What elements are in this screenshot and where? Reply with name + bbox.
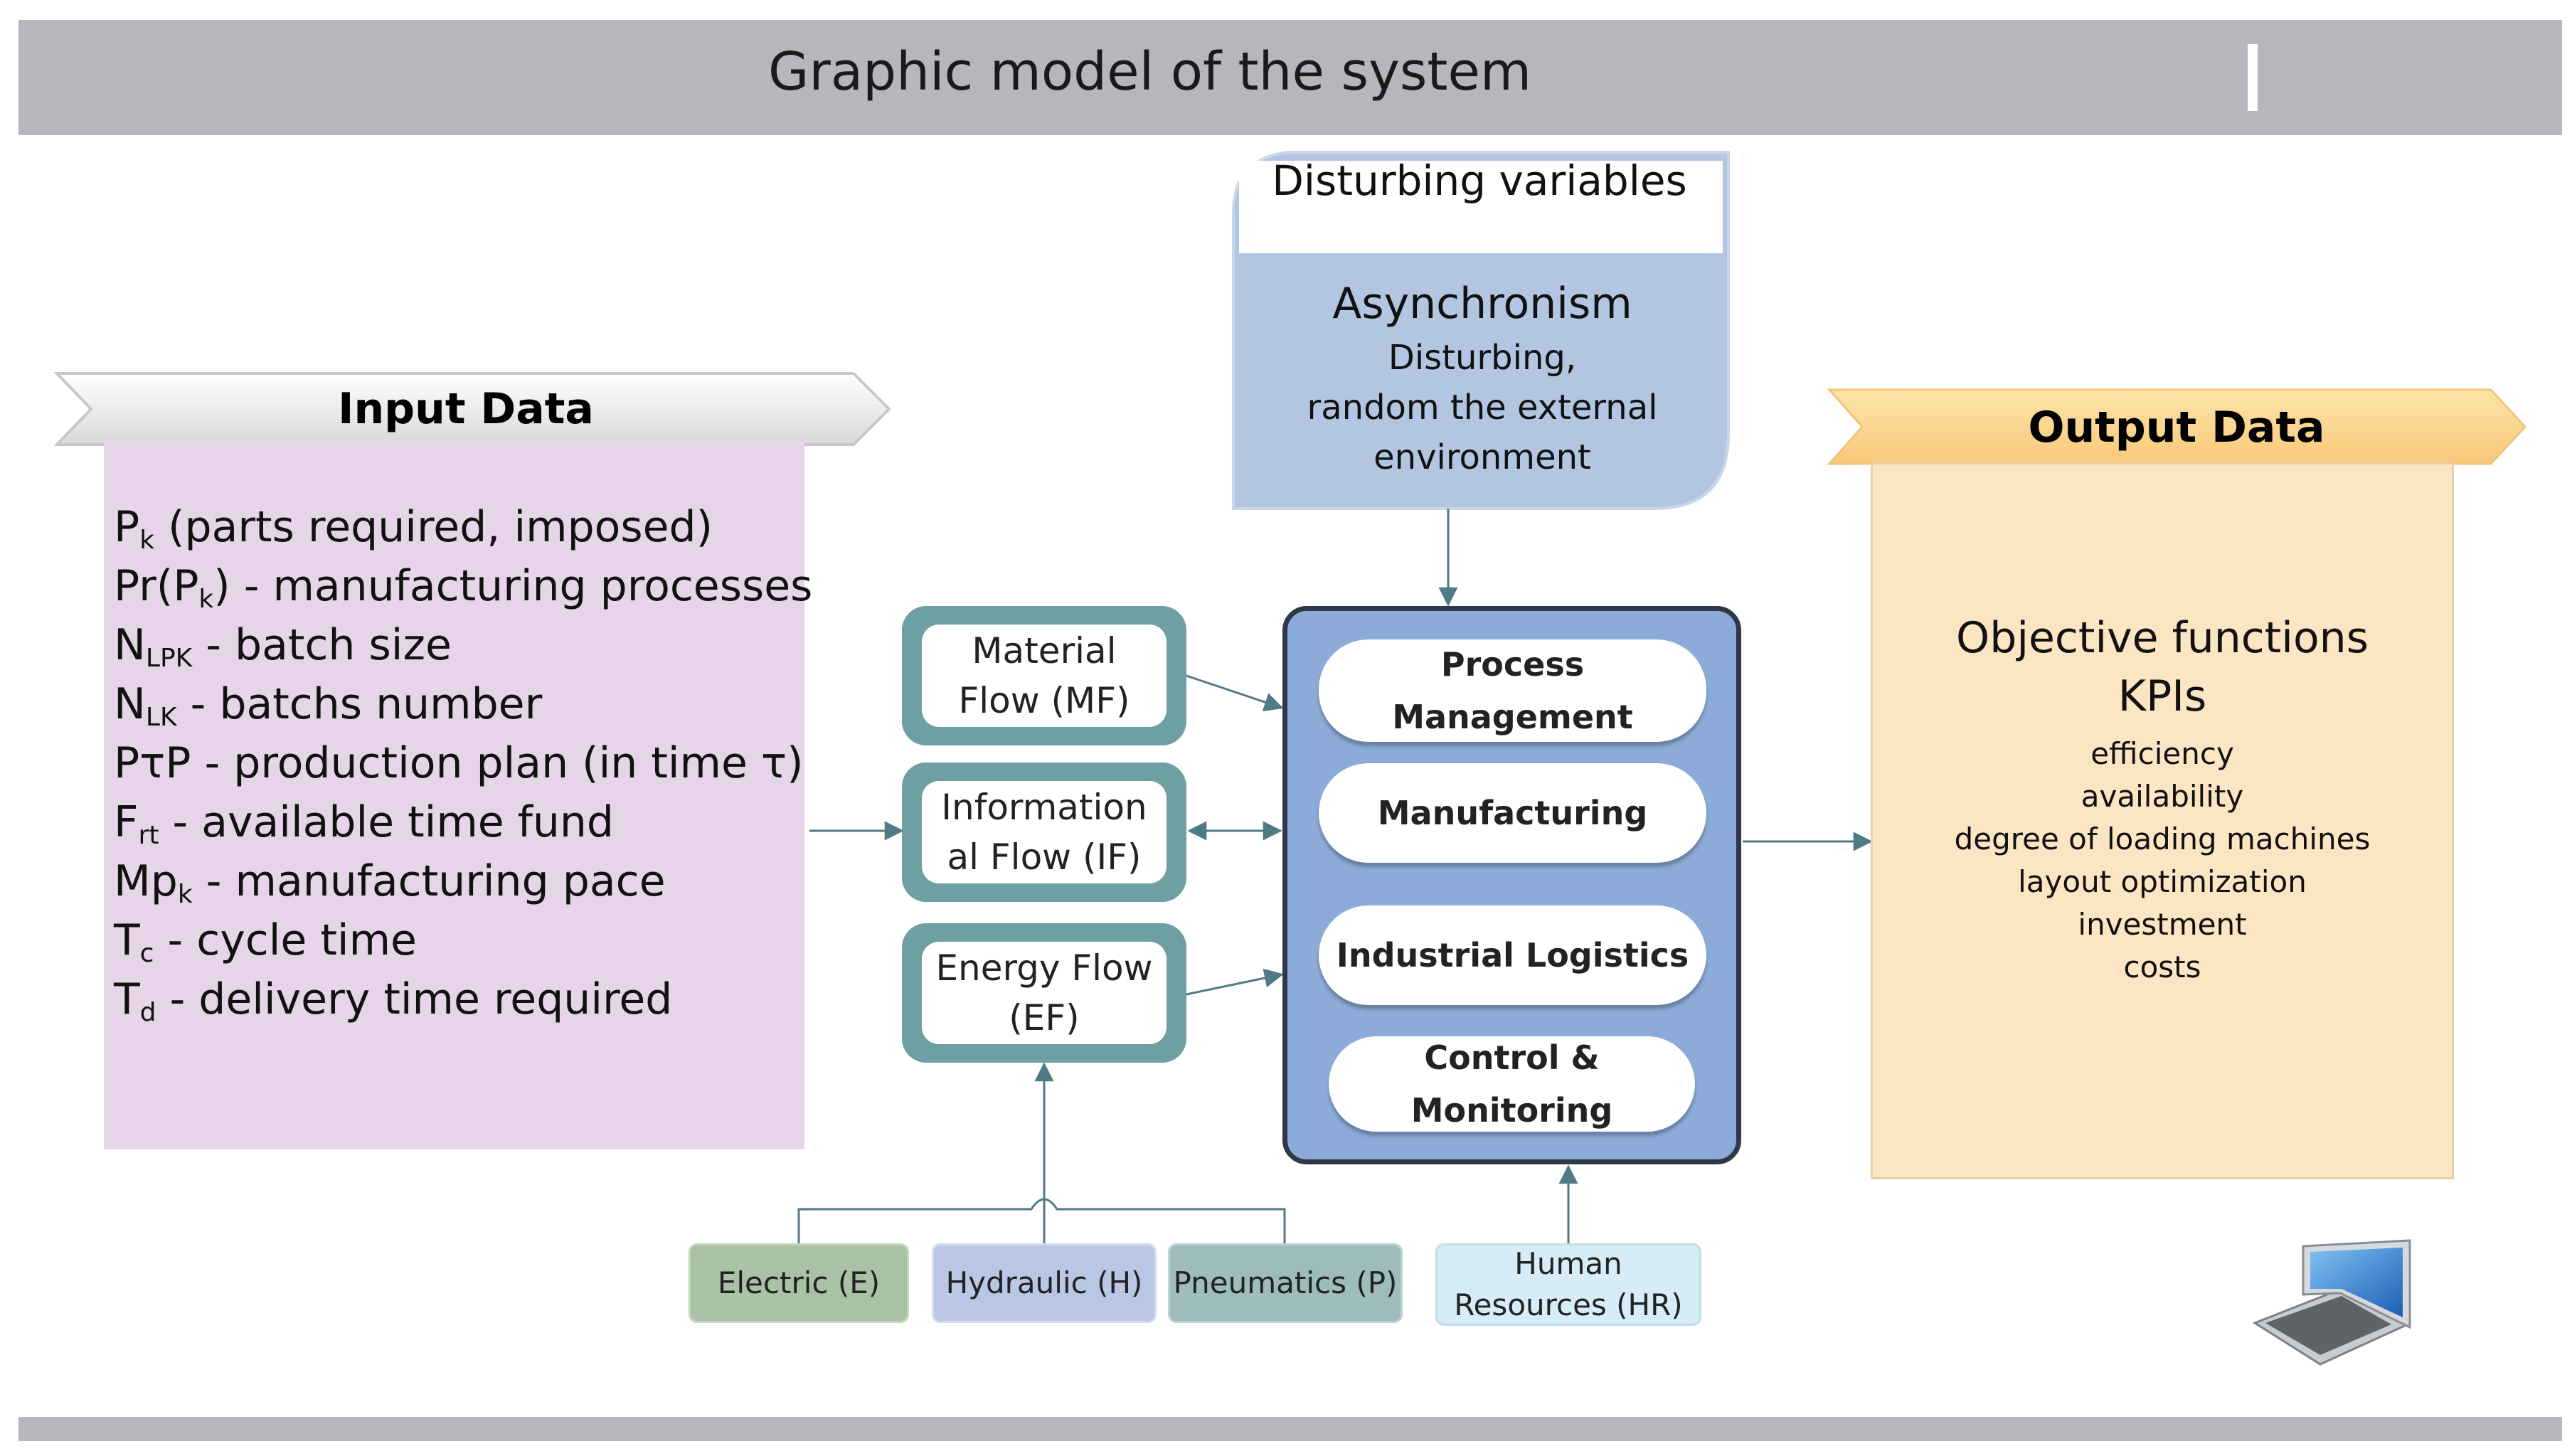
input-data-item: Pk (parts required, imposed): [114, 502, 713, 555]
input-data-item: NLPK - batch size: [114, 620, 452, 673]
kpi-item: layout optimization: [2018, 864, 2307, 899]
laptop-icon: [2252, 1239, 2411, 1366]
energy-flow-box: Energy Flow(EF): [902, 923, 1186, 1063]
disturbing-description: Disturbing, random the external environm…: [1307, 338, 1658, 477]
kpi-item: degree of loading machines: [1954, 822, 2371, 856]
output-data-panel: [1871, 462, 2454, 1179]
input-data-panel: [104, 441, 804, 1149]
energy-flow-label: Energy Flow(EF): [922, 942, 1167, 1044]
connector-mf-to-core: [1186, 674, 1284, 712]
title-bar: [18, 20, 2562, 135]
control-monitoring-node: Control &Monitoring: [1329, 1036, 1695, 1132]
input-data-item: NLK - batchs number: [114, 679, 543, 732]
output-data-banner: [1827, 388, 2527, 465]
manufacturing-node: Manufacturing: [1319, 763, 1706, 863]
input-data-title: Input Data: [338, 384, 594, 434]
kpi-item: efficiency: [2090, 736, 2234, 771]
disturbing-variables-title: Disturbing variables: [1272, 156, 1687, 205]
kpi-item: availability: [2081, 779, 2244, 814]
input-data-item: Td - delivery time required: [114, 974, 673, 1027]
industrial-logistics-node: Industrial Logistics: [1319, 905, 1706, 1005]
objective-functions-label: Objective functions: [1956, 613, 2369, 663]
input-data-item: Tc - cycle time: [114, 915, 417, 968]
page-title: Graphic model of the system: [768, 41, 1532, 102]
input-data-item: Frt - available time fund: [114, 797, 615, 850]
disturbing-variables-header: [1239, 161, 1723, 253]
pneumatics-source: Pneumatics (P): [1168, 1243, 1403, 1323]
output-data-title: Output Data: [2028, 403, 2325, 452]
title-bar-marker: [2248, 44, 2258, 111]
input-data-banner: [53, 372, 891, 446]
hydraulic-source: Hydraulic (H): [932, 1243, 1157, 1323]
kpi-item: investment: [2078, 907, 2247, 942]
connector-ef-to-core: [1186, 968, 1284, 996]
footer-bar: [18, 1417, 2562, 1441]
asynchronism-label: Asynchronism: [1332, 279, 1632, 329]
input-data-item: PτP - production plan (in time τ): [114, 738, 804, 788]
input-data-list: Pk (parts required, imposed) Pr(Pk) - man…: [114, 498, 812, 1029]
kpis-label: KPIs: [2117, 671, 2207, 721]
kpi-list: efficiency availability degree of loading …: [1871, 733, 2454, 989]
input-data-item: Pr(Pk) - manufacturing processes: [114, 561, 813, 614]
input-data-item: Mpk - manufacturing pace: [114, 856, 666, 909]
connector-sources-bus: [797, 1198, 1286, 1243]
kpi-item: costs: [2123, 950, 2201, 984]
electric-source: Electric (E): [689, 1243, 909, 1323]
